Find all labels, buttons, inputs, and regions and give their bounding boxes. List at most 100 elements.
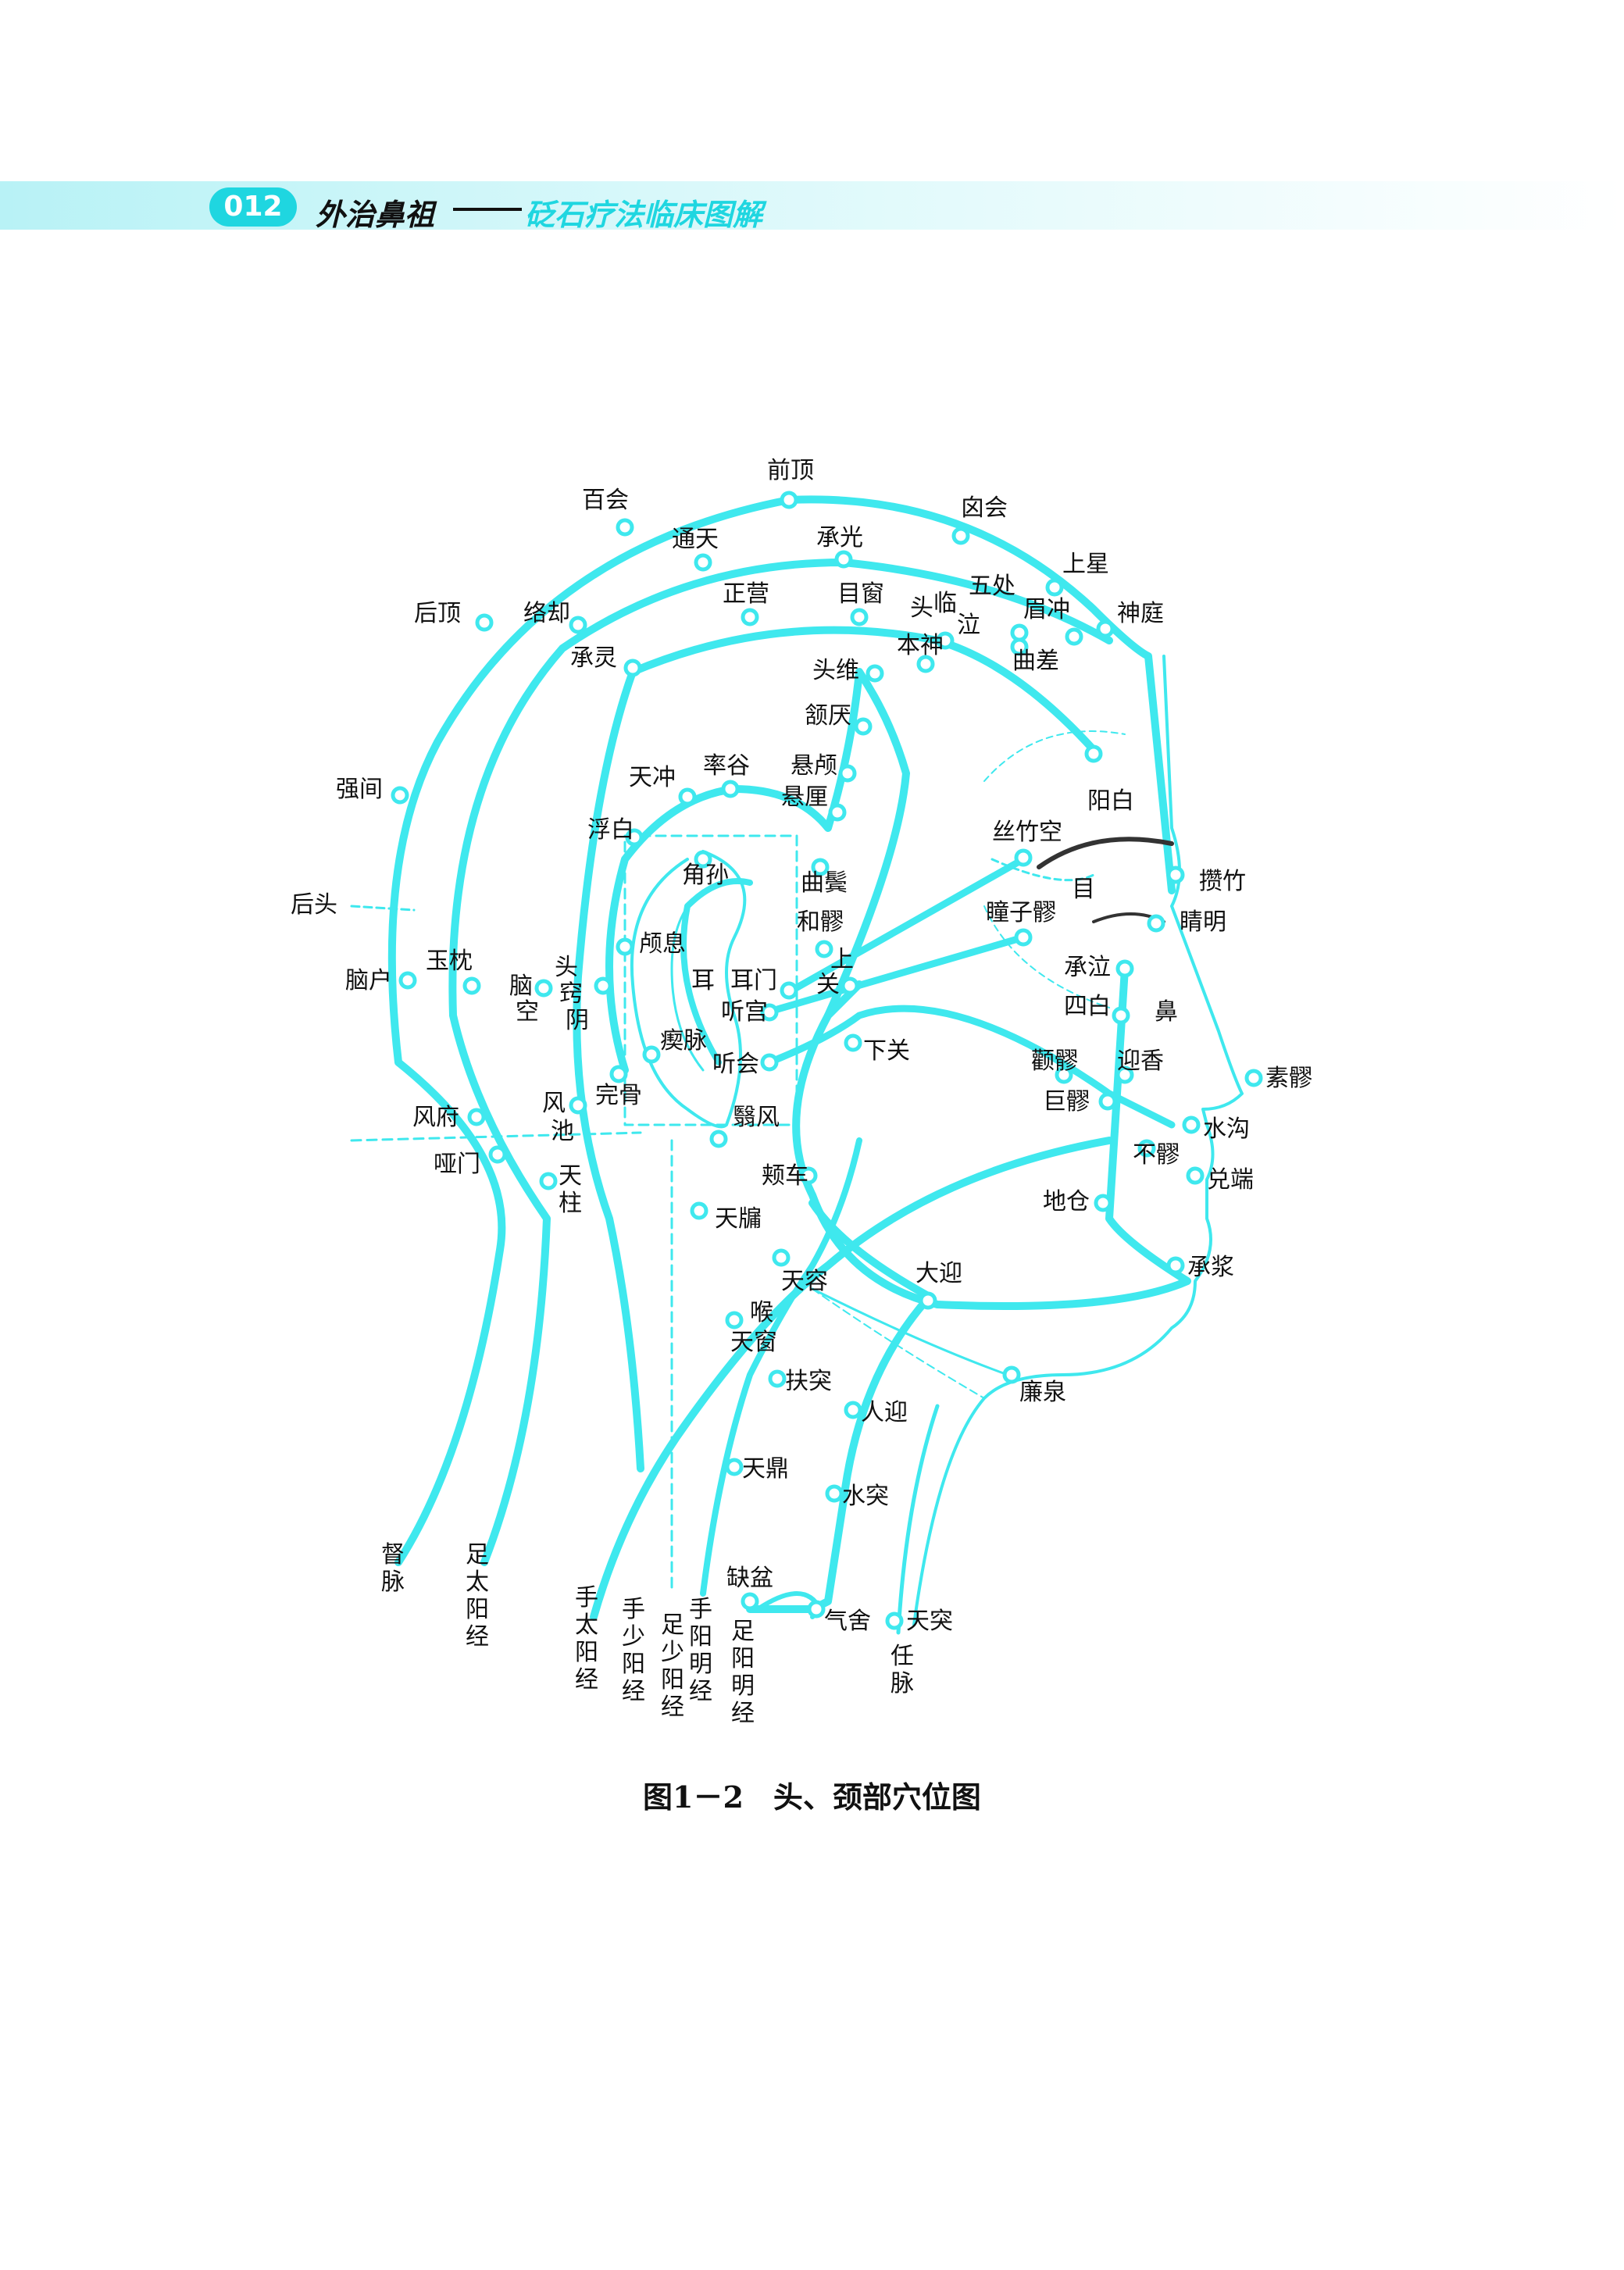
label-suliao: 素髎 bbox=[1265, 1065, 1312, 1092]
point-tianzhu bbox=[539, 1172, 558, 1190]
houtou-arrow-line bbox=[350, 905, 416, 912]
label-yifeng: 翳风 bbox=[733, 1104, 780, 1131]
label-renmai-2: 脉 bbox=[891, 1670, 914, 1697]
label-bi: 鼻 bbox=[1155, 998, 1178, 1026]
label-shoushaoyang-4: 经 bbox=[622, 1678, 645, 1705]
page-number: 012 bbox=[209, 187, 297, 227]
label-shoutaiyang-1: 手 bbox=[575, 1584, 598, 1611]
point-queque bbox=[741, 1592, 759, 1611]
point-hou bbox=[725, 1311, 744, 1330]
point-luxi bbox=[616, 937, 634, 956]
label-fengfu: 风府 bbox=[412, 1104, 459, 1131]
label-tianzhu-2: 柱 bbox=[559, 1190, 582, 1217]
point-qishe bbox=[807, 1600, 826, 1619]
point-benshen bbox=[916, 655, 935, 673]
label-fubai: 浮白 bbox=[587, 816, 634, 844]
figure-caption: 图1－2 头、颈部穴位图 bbox=[643, 1779, 981, 1815]
label-heliao: 和髎 bbox=[797, 908, 844, 936]
label-tianzhu-1: 天 bbox=[559, 1162, 582, 1190]
labels: 前顶 百会 囟会 通天 承光 上星 五处 神庭 后顶 络却 正营 目窗 头 临 … bbox=[291, 457, 1312, 1727]
label-tianchuang: 天窗 bbox=[730, 1329, 777, 1356]
point-tianding bbox=[725, 1458, 744, 1476]
jiache-daying-line bbox=[808, 1199, 933, 1301]
label-yuzhen: 玉枕 bbox=[426, 948, 473, 975]
label-jiaosun: 角孙 bbox=[682, 862, 729, 889]
label-tongtian: 通天 bbox=[672, 526, 719, 553]
point-tianyou bbox=[690, 1201, 708, 1220]
shouyangming-line bbox=[700, 1137, 862, 1597]
point-shenting bbox=[1096, 619, 1115, 638]
label-houding: 后顶 bbox=[414, 600, 461, 627]
point-daying bbox=[919, 1291, 937, 1310]
label-yingxiang: 迎香 bbox=[1117, 1048, 1164, 1075]
point-tiantu bbox=[885, 1611, 904, 1630]
label-zushaoyang-4: 经 bbox=[661, 1694, 684, 1721]
point-xinhui bbox=[951, 526, 970, 545]
label-qimai: 瘈脉 bbox=[660, 1027, 707, 1055]
label-toulinqi-3: 泣 bbox=[957, 612, 980, 639]
book-title: 外治鼻祖 bbox=[316, 197, 435, 232]
label-chengqi: 承泣 bbox=[1064, 954, 1111, 981]
label-tianrong: 天容 bbox=[781, 1268, 828, 1295]
label-xuanli: 悬厘 bbox=[781, 783, 828, 811]
label-tianchong: 天冲 bbox=[629, 764, 676, 791]
point-jiaosun bbox=[694, 850, 712, 869]
label-zushaoyang-1: 足 bbox=[661, 1611, 684, 1639]
label-dumai-2: 脉 bbox=[381, 1569, 405, 1596]
label-lianquan: 廉泉 bbox=[1019, 1379, 1066, 1406]
label-hanyan: 颔厌 bbox=[805, 702, 851, 730]
face-outline bbox=[912, 655, 1244, 1626]
label-chengjiang: 承浆 bbox=[1187, 1254, 1234, 1281]
label-shoushaoyang-2: 少 bbox=[622, 1623, 645, 1651]
label-luoque: 络却 bbox=[523, 600, 570, 627]
label-ermen: 耳门 bbox=[730, 967, 777, 994]
point-jingming bbox=[1147, 914, 1165, 933]
label-sizhukong: 丝竹空 bbox=[992, 819, 1062, 846]
label-meichong: 眉冲 bbox=[1023, 596, 1070, 623]
point-buliao bbox=[1137, 1139, 1156, 1158]
label-muchuang: 目窗 bbox=[837, 580, 884, 608]
point-shangxing bbox=[1045, 578, 1064, 597]
point-tongziliao bbox=[1014, 928, 1033, 947]
label-dicang: 地仓 bbox=[1043, 1188, 1090, 1215]
label-naokong-1: 脑 bbox=[509, 973, 533, 1000]
dumai-line bbox=[387, 495, 1176, 1566]
point-juliao bbox=[1098, 1092, 1117, 1111]
label-shouyangming-3: 明 bbox=[689, 1651, 712, 1678]
label-shenting: 神庭 bbox=[1117, 600, 1164, 627]
label-queque: 缺盆 bbox=[726, 1565, 773, 1592]
label-shangxing: 上星 bbox=[1062, 551, 1109, 578]
label-shoutaiyang-3: 阳 bbox=[575, 1639, 598, 1666]
point-jiache bbox=[799, 1166, 818, 1185]
label-xiaguan: 下关 bbox=[863, 1037, 910, 1065]
point-yangbai bbox=[1084, 744, 1103, 763]
label-shouyangming-4: 经 bbox=[689, 1678, 712, 1705]
point-muchuang bbox=[850, 608, 869, 626]
point-shuigou bbox=[1182, 1115, 1201, 1134]
label-duiduan: 兑端 bbox=[1207, 1166, 1254, 1194]
jaw-outline bbox=[811, 1287, 1009, 1376]
point-fengchi bbox=[569, 1096, 587, 1115]
point-qianding bbox=[780, 491, 798, 509]
label-zanzhu: 攒竹 bbox=[1199, 868, 1246, 895]
label-naokong-2: 空 bbox=[516, 998, 539, 1026]
point-qimai bbox=[642, 1045, 661, 1064]
point-dicang bbox=[1094, 1194, 1112, 1212]
point-tongtian bbox=[694, 553, 712, 572]
label-zushaoyang-2: 少 bbox=[661, 1639, 684, 1666]
point-shuitu bbox=[825, 1484, 844, 1503]
label-shangguan-2: 关 bbox=[816, 971, 840, 998]
point-futu bbox=[768, 1369, 787, 1388]
point-naokong bbox=[534, 979, 553, 998]
label-daying: 大迎 bbox=[916, 1260, 962, 1287]
point-fengfu bbox=[467, 1108, 486, 1126]
point-xiaguan bbox=[844, 1033, 862, 1052]
label-tiantu: 天突 bbox=[906, 1608, 953, 1635]
label-juliao: 巨髎 bbox=[1043, 1088, 1090, 1115]
label-hou: 喉 bbox=[750, 1299, 773, 1326]
label-yangbai: 阳白 bbox=[1087, 787, 1134, 815]
point-fubai bbox=[625, 828, 644, 847]
point-yuzhen bbox=[462, 976, 481, 995]
label-zutaiyang-1: 足 bbox=[466, 1541, 489, 1569]
